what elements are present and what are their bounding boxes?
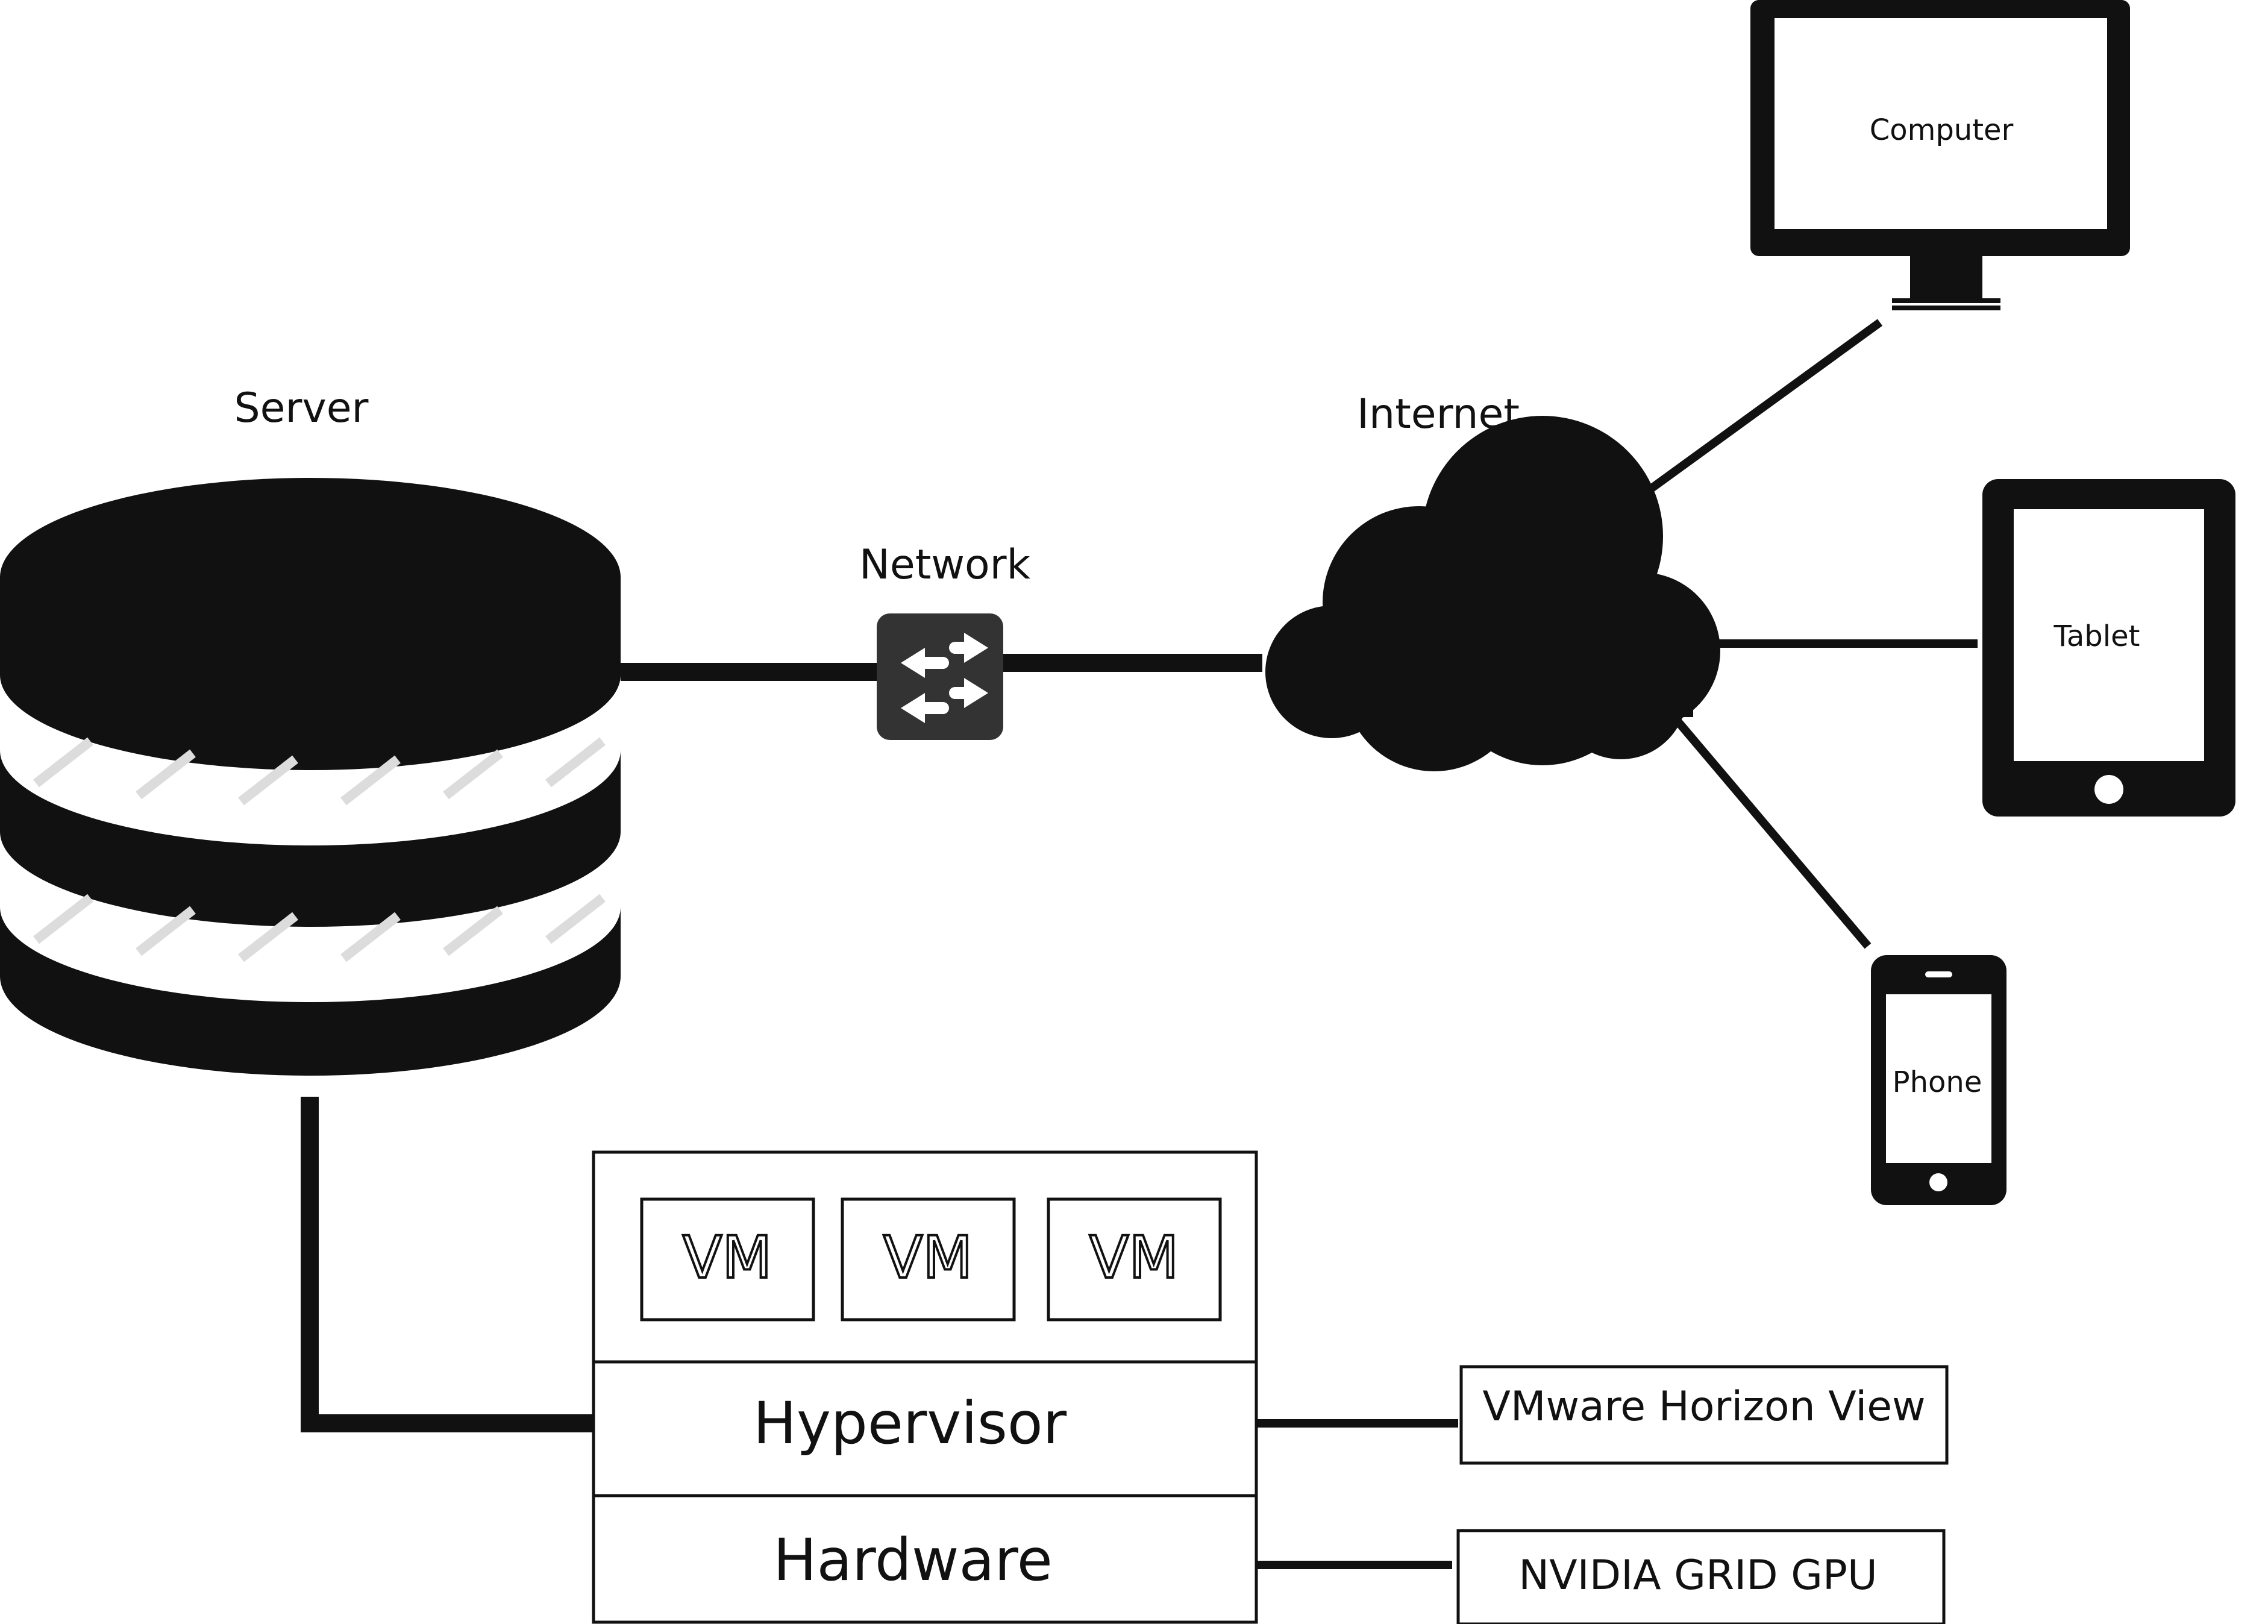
tablet-icon — [1982, 479, 2235, 817]
tablet-label: Tablet — [2053, 619, 2140, 653]
callout-vmware: VMware Horizon View — [1459, 1365, 1949, 1465]
vm-label: VM — [1089, 1224, 1179, 1291]
network-label: Network — [859, 541, 1031, 589]
network-switch-icon — [877, 613, 1003, 740]
server-hypervisor-line — [301, 1097, 594, 1432]
database-icon — [0, 478, 621, 1076]
vm-box — [841, 1197, 1016, 1321]
hardware-label: Hardware — [773, 1526, 1053, 1594]
virtualization-stack: VM VM VM Hypervisor Hardware — [592, 1150, 1258, 1624]
monitor-icon — [1750, 0, 2130, 310]
server-label: Server — [234, 384, 369, 432]
internet-computer-line — [1624, 319, 1883, 510]
smartphone-icon — [1871, 955, 2006, 1205]
phone-label: Phone — [1893, 1065, 1982, 1099]
vm-box — [1047, 1197, 1222, 1321]
internet-phone-line — [1665, 708, 1872, 949]
vmware-horizon-view-label: VMware Horizon View — [1482, 1383, 1925, 1431]
cloud-icon — [1265, 416, 1720, 771]
nvidia-grid-gpu-label: NVIDIA GRID GPU — [1518, 1552, 1877, 1599]
vm-label: VM — [683, 1224, 772, 1291]
connector-lines — [301, 319, 1978, 1569]
vm-label: VM — [883, 1224, 973, 1291]
hypervisor-layer-box — [592, 1360, 1258, 1497]
computer-label: Computer — [1870, 113, 2014, 147]
vm-box — [640, 1197, 815, 1321]
callout-nvidia: NVIDIA GRID GPU — [1456, 1529, 1946, 1624]
internet-label: Internet — [1357, 390, 1520, 438]
hardware-layer-box — [592, 1494, 1258, 1624]
hypervisor-label: Hypervisor — [753, 1390, 1067, 1457]
